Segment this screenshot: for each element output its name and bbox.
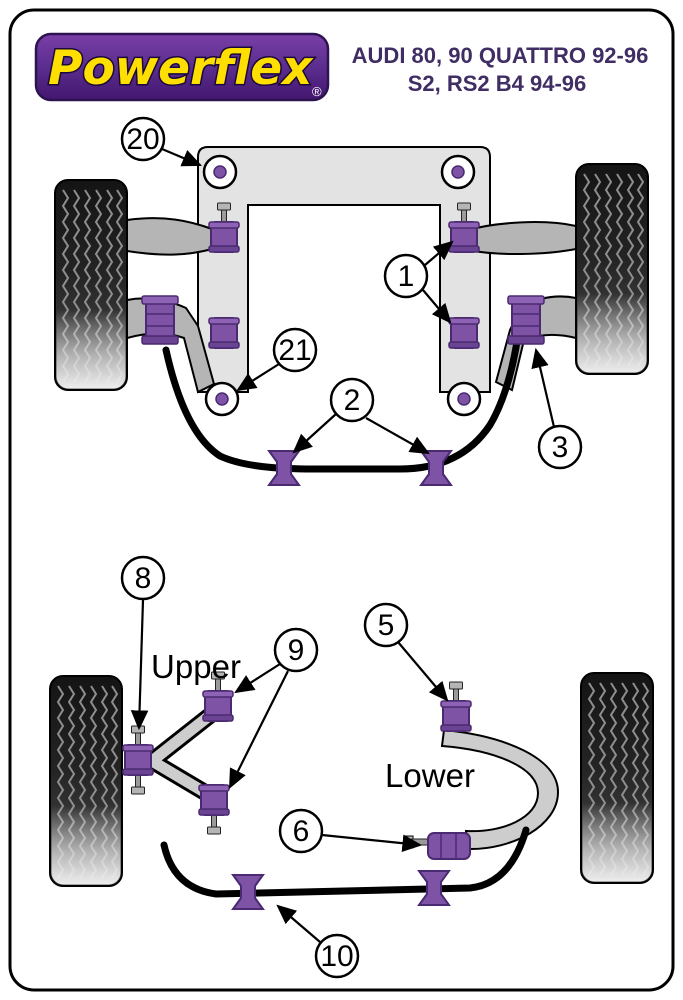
title-line-1: AUDI 80, 90 QUATTRO 92-96 bbox=[352, 43, 649, 68]
callout-badge bbox=[329, 377, 375, 423]
callout-arrow bbox=[321, 833, 423, 852]
callout-arrow bbox=[365, 417, 430, 455]
callout-arrow bbox=[236, 363, 280, 392]
powerflex-logo: Powerflex ® bbox=[34, 32, 330, 102]
upper-wishbone bbox=[122, 671, 234, 835]
front-arm-rear-bush bbox=[208, 317, 240, 349]
callout-6: 6 bbox=[278, 808, 423, 854]
subframe-rear-mount-bush bbox=[204, 381, 240, 417]
callout-badge bbox=[120, 116, 166, 162]
callout-arrow bbox=[276, 904, 321, 943]
lower-arm-rear-bush bbox=[427, 832, 471, 860]
callout-2: 2 bbox=[292, 377, 430, 455]
callout-21: 21 bbox=[236, 327, 318, 392]
callout-1: 1 bbox=[383, 240, 454, 324]
callout-10: 10 bbox=[276, 904, 360, 979]
right-outer-arm-bush bbox=[507, 295, 545, 345]
callout-badge bbox=[278, 808, 324, 854]
callout-arrow bbox=[292, 413, 337, 454]
rear-left-tire bbox=[50, 676, 122, 886]
callout-9: 9 bbox=[229, 627, 319, 789]
subframe-front-mount-bush bbox=[440, 154, 476, 190]
callout-number: 2 bbox=[344, 384, 361, 417]
front-arm-front-bush bbox=[448, 221, 480, 253]
callout-badge bbox=[120, 555, 166, 601]
front-arm-front-bush bbox=[208, 221, 240, 253]
callout-arrow bbox=[424, 240, 454, 266]
control-arm-diagram: Upper Lower 8 bbox=[50, 555, 653, 979]
front-anti-roll-bar bbox=[162, 314, 524, 473]
subframe-front-mount-bush bbox=[202, 154, 238, 190]
callout-badge bbox=[383, 253, 429, 299]
front-left-tire bbox=[55, 180, 127, 390]
callout-number: 3 bbox=[552, 431, 569, 464]
callout-number: 10 bbox=[320, 940, 353, 973]
callout-number: 1 bbox=[398, 260, 415, 293]
callout-20: 20 bbox=[120, 116, 203, 167]
callout-arrow bbox=[229, 670, 289, 789]
callout-number: 9 bbox=[288, 634, 305, 667]
callout-number: 21 bbox=[278, 334, 311, 367]
front-arm-rear-bush bbox=[448, 317, 480, 349]
upper-arm-outer-bush bbox=[122, 744, 154, 776]
lower-label: Lower bbox=[385, 757, 475, 794]
registered-trademark-icon: ® bbox=[312, 84, 322, 99]
subframe-rear-mount-bush bbox=[446, 381, 482, 417]
callout-number: 5 bbox=[378, 609, 395, 642]
title-line-2: S2, RS2 B4 94-96 bbox=[408, 71, 587, 96]
logo-background bbox=[34, 32, 330, 102]
left-outer-arm-bush bbox=[141, 295, 179, 345]
callout-arrow bbox=[422, 289, 452, 324]
vehicle-title: AUDI 80, 90 QUATTRO 92-96 S2, RS2 B4 94-… bbox=[352, 43, 649, 96]
upper-arm-rear-bush bbox=[198, 784, 230, 816]
callout-arrow bbox=[130, 599, 149, 731]
upper-arm-front-bush bbox=[202, 690, 234, 722]
callout-arrow bbox=[397, 641, 449, 702]
logo-brand-text: Powerflex bbox=[48, 41, 314, 96]
callout-badge bbox=[537, 424, 583, 470]
right-upper-arm bbox=[467, 221, 577, 256]
upper-label: Upper bbox=[151, 648, 241, 685]
callout-arrow bbox=[531, 347, 556, 428]
lower-arm bbox=[403, 681, 560, 860]
callout-badge bbox=[314, 933, 360, 979]
callout-badge bbox=[363, 602, 409, 648]
callout-5: 5 bbox=[363, 602, 449, 702]
rear-anti-roll-bar bbox=[160, 826, 530, 898]
lower-arm-front-bush bbox=[440, 700, 472, 732]
callout-8: 8 bbox=[120, 555, 166, 731]
callout-badge bbox=[272, 327, 318, 373]
callout-number: 6 bbox=[293, 815, 310, 848]
callout-badge bbox=[273, 627, 319, 673]
callout-3: 3 bbox=[531, 347, 583, 470]
callout-arrow bbox=[161, 147, 203, 167]
callout-number: 20 bbox=[126, 123, 159, 156]
front-right-tire bbox=[576, 164, 648, 374]
front-subframe-diagram: 20 1 21 2 3 bbox=[55, 116, 648, 486]
callout-number: 8 bbox=[135, 562, 152, 595]
rear-right-tire bbox=[581, 673, 653, 883]
callout-arrow bbox=[234, 663, 281, 694]
